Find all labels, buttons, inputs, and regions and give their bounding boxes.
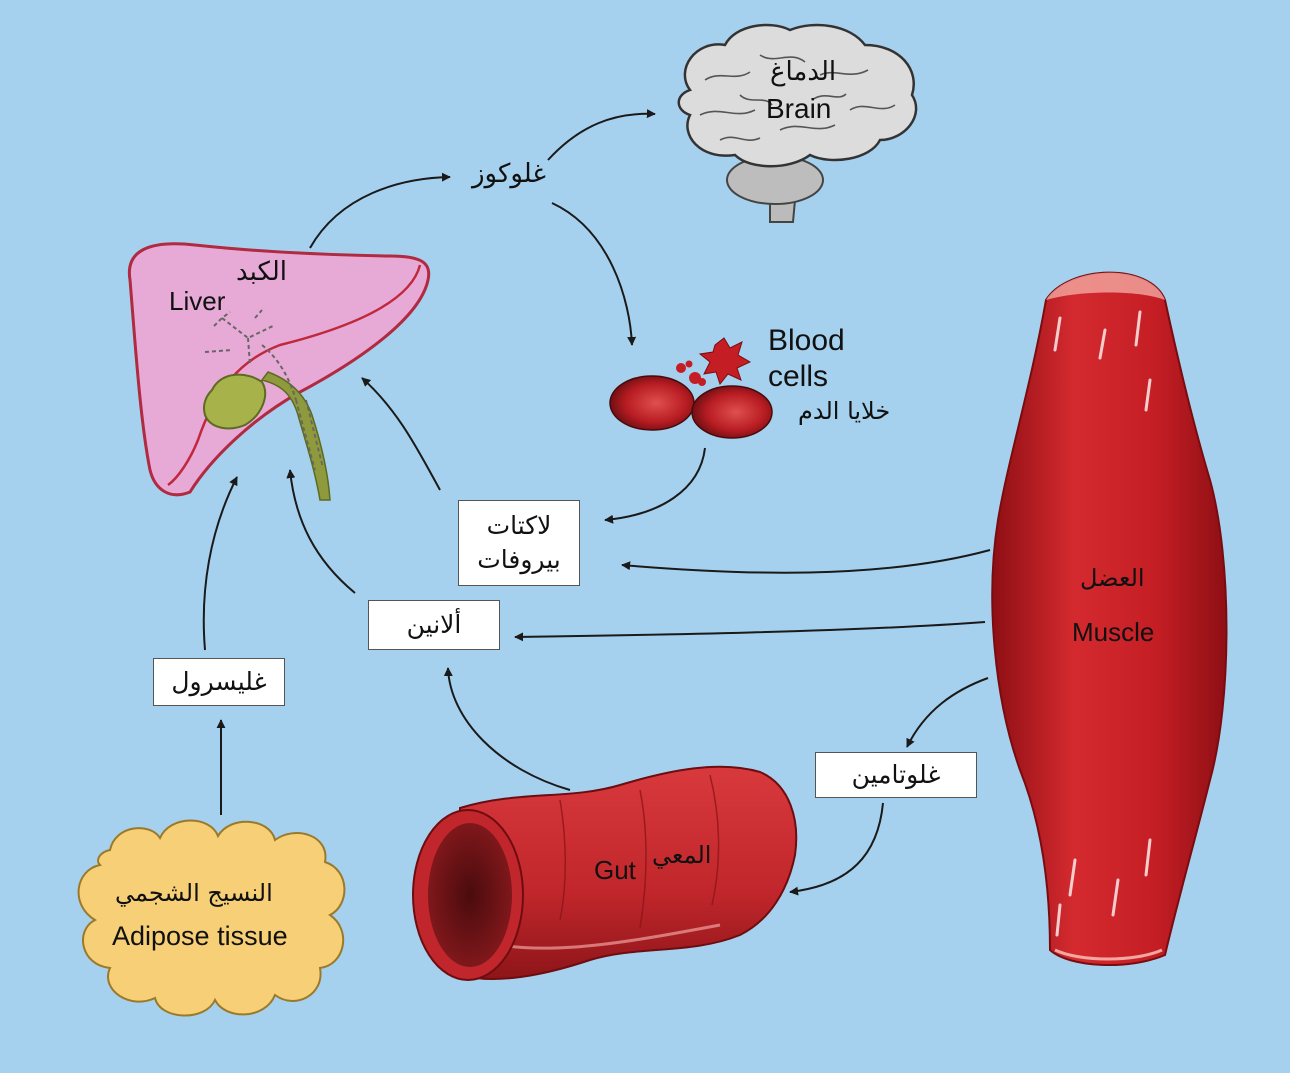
- glutamine-label: غلوتامين: [851, 760, 941, 790]
- lactate-label: لاكتات: [486, 511, 552, 541]
- arrow-muscle-to-alanine: [514, 621, 986, 642]
- alanine-label: ألانين: [406, 610, 462, 640]
- lactate-pyruvate-box: لاكتات بيروفات: [458, 500, 580, 586]
- arrow-glutamine-to-gut: [789, 802, 884, 896]
- liver-label-ar: الكبد: [236, 257, 287, 287]
- muscle-label-ar: العضل: [1080, 564, 1145, 592]
- glutamine-box: غلوتامين: [815, 752, 977, 798]
- glycerol-box: غليسرول: [153, 658, 285, 706]
- arrow-lactate-to-liver: [361, 377, 441, 491]
- blood-cells-icon: [609, 337, 773, 439]
- arrow-muscle-to-glutamine: [906, 677, 989, 748]
- arrow-glucose-to-brain: [547, 109, 656, 161]
- glucose-label: غلوكوز: [472, 159, 547, 189]
- blood-cells-label-en-2: cells: [768, 360, 829, 393]
- brain-label-ar: الدماغ: [770, 57, 837, 87]
- pyruvate-label: بيروفات: [477, 545, 561, 574]
- adipose-label-ar: النسيج الشجمي: [115, 879, 273, 907]
- arrow-muscle-to-pyruvate: [621, 549, 991, 574]
- gut-icon: [412, 765, 798, 981]
- blood-cells-label-ar: خلايا الدم: [798, 397, 891, 425]
- blood-cells-label-en-1: Blood: [768, 324, 845, 357]
- brain-label-en: Brain: [766, 93, 832, 124]
- arrow-glucose-to-blood-cells: [551, 202, 637, 346]
- liver-label-en: Liver: [169, 286, 226, 316]
- arrow-alanine-to-liver: [286, 469, 356, 594]
- arrow-glycerol-to-liver: [202, 476, 238, 651]
- brain-icon: [677, 23, 918, 223]
- alanine-box: ألانين: [368, 600, 500, 650]
- gut-label-en: Gut: [594, 855, 636, 885]
- arrow-blood-cells-to-lactate: [604, 447, 706, 524]
- liver-icon: [127, 242, 431, 501]
- muscle-label-en: Muscle: [1072, 617, 1155, 647]
- arrow-liver-to-glucose: [309, 172, 451, 249]
- arrow-gut-to-alanine: [443, 667, 571, 791]
- adipose-tissue-icon: [77, 819, 346, 1017]
- glycerol-label: غليسرول: [171, 667, 267, 697]
- muscle-icon: [991, 271, 1228, 966]
- gut-label-ar: المعي: [652, 841, 712, 869]
- adipose-label-en: Adipose tissue: [112, 921, 288, 951]
